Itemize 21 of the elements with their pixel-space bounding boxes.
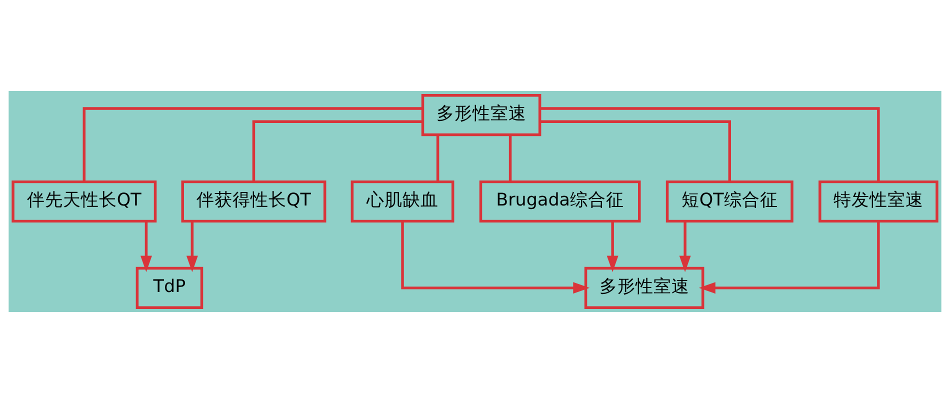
node-box: 伴获得性长QT — [181, 180, 326, 222]
connector — [540, 106, 880, 182]
arrow — [606, 221, 618, 272]
connector — [508, 134, 512, 182]
node-box: 短QT综合征 — [666, 180, 794, 222]
node-box: 特发性室速 — [818, 180, 938, 222]
node-box: 多形性室速 — [584, 266, 704, 308]
arrow — [140, 221, 152, 272]
arrow — [401, 221, 590, 294]
arrow — [698, 221, 880, 294]
node-box: Brugada综合征 — [479, 180, 641, 222]
connector — [436, 134, 440, 182]
node-box: 伴先天性长QT — [12, 180, 157, 222]
connector — [82, 106, 423, 182]
arrow — [186, 221, 198, 272]
arrow — [679, 221, 691, 272]
node-box: TdP — [136, 266, 204, 308]
node-box: 心肌缺血 — [350, 180, 454, 222]
connector — [252, 120, 423, 182]
connector — [540, 120, 731, 182]
node-box: 多形性室速 — [421, 94, 542, 136]
